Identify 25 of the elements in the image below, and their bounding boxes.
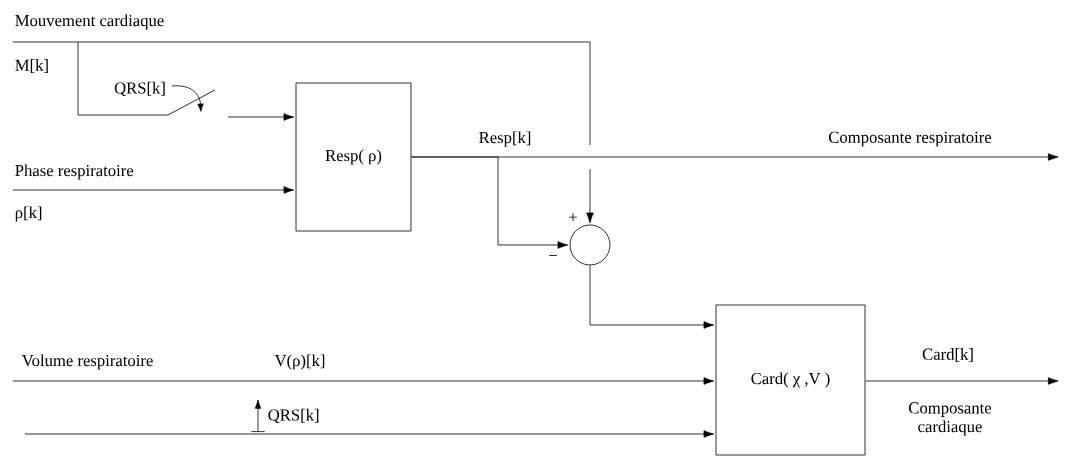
summing-junction xyxy=(569,224,611,266)
arrow xyxy=(12,186,295,194)
arrow xyxy=(865,377,1059,385)
signal-label: Composante respiratoire xyxy=(829,131,992,147)
signal-label: Composante cardiaque xyxy=(909,402,992,436)
signal-label: Volume respiratoire xyxy=(21,354,153,370)
sign-label: − xyxy=(549,255,557,256)
arrow xyxy=(77,41,295,121)
signal-label: M[k] xyxy=(15,59,48,73)
signal-label: QRS[k] xyxy=(268,408,319,424)
signal-label: Card[k] xyxy=(922,348,973,362)
arrow xyxy=(12,377,715,385)
signal-label: ρ[k] xyxy=(15,206,42,222)
arrow xyxy=(411,156,569,249)
arrow xyxy=(24,430,715,438)
signal-label: Resp[k] xyxy=(479,131,531,147)
process-box: Card( χ ,V ) xyxy=(715,304,866,456)
arrow xyxy=(589,265,715,329)
signal-label: QRS[k] xyxy=(114,81,165,97)
signal-label: Phase respiratoire xyxy=(15,164,134,180)
sign-label: + xyxy=(569,213,577,222)
process-box: Resp( ρ) xyxy=(295,82,412,232)
signal-label: V(ρ)[k] xyxy=(274,354,325,370)
signal-label: Mouvement cardiaque xyxy=(15,14,164,30)
arrow xyxy=(12,41,594,224)
